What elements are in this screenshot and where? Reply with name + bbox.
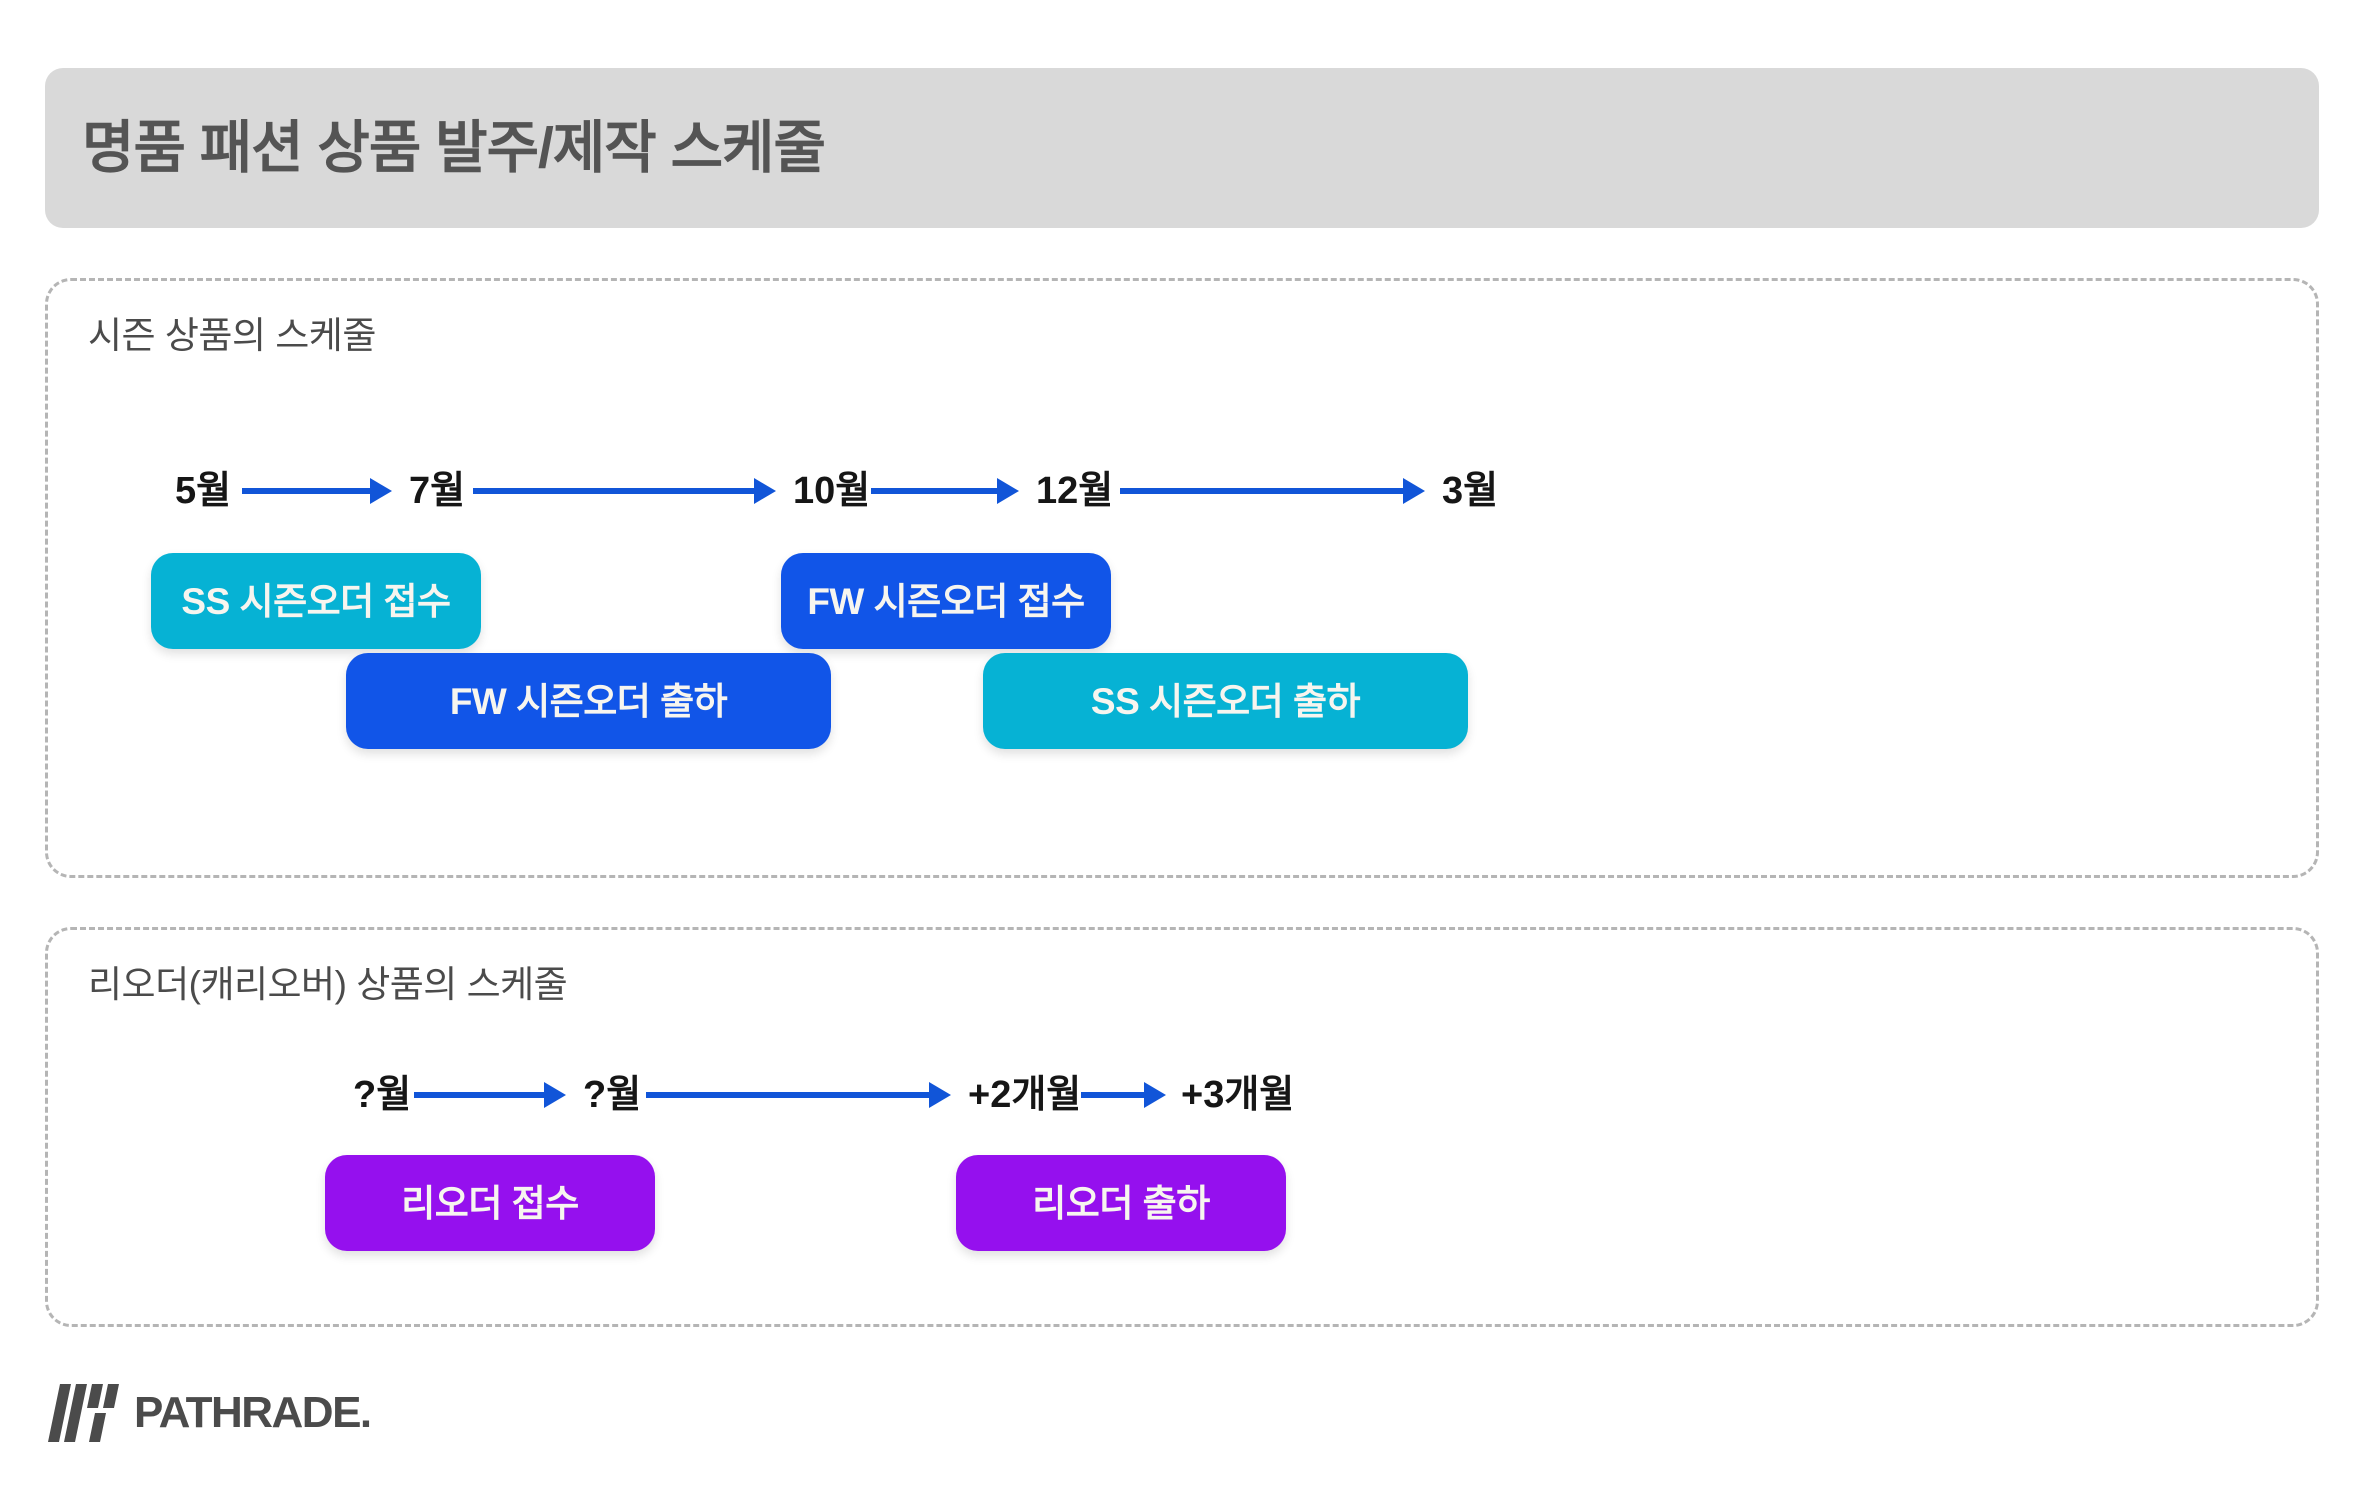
reorder-arrow-3 xyxy=(1081,1082,1166,1108)
reorder-timeline-label-3: +2개월 xyxy=(968,1074,1082,1116)
brand-name: PATHRADE. xyxy=(134,1388,372,1437)
season-schedule-card: 시즌 상품의 스케줄 5월 7월 10월 12월 3월 SS 시즌오더 접수 F… xyxy=(45,278,2319,878)
pill-label: SS 시즌오더 출하 xyxy=(1090,680,1361,722)
pill-label: 리오더 접수 xyxy=(401,1182,579,1224)
page-title: 명품 패션 상품 발주/제작 스케줄 xyxy=(82,115,826,180)
reorder-arrow-1 xyxy=(414,1082,566,1108)
season-timeline-label-3: 10월 xyxy=(793,470,871,512)
season-timeline-label-2: 7월 xyxy=(409,470,466,512)
reorder-section-title: 리오더(캐리오버) 상품의 스케줄 xyxy=(88,964,568,1005)
pill-label: 리오더 출하 xyxy=(1032,1182,1210,1224)
season-timeline-label-4: 12월 xyxy=(1036,470,1114,512)
pill-reorder-shipment[interactable]: 리오더 출하 xyxy=(956,1155,1286,1251)
season-section-title: 시즌 상품의 스케줄 xyxy=(88,315,376,356)
season-timeline-label-5: 3월 xyxy=(1442,470,1499,512)
season-arrow-4 xyxy=(1120,478,1425,504)
reorder-schedule-card: 리오더(캐리오버) 상품의 스케줄 ?월 ?월 +2개월 +3개월 리오더 접수… xyxy=(45,927,2319,1327)
reorder-timeline-label-4: +3개월 xyxy=(1181,1074,1295,1116)
pill-reorder-receipt[interactable]: 리오더 접수 xyxy=(325,1155,655,1251)
pill-fw-season-order-receipt[interactable]: FW 시즌오더 접수 xyxy=(781,553,1111,649)
season-arrow-1 xyxy=(242,478,392,504)
season-arrow-2 xyxy=(473,478,776,504)
brand-logo: PATHRADE. xyxy=(48,1382,372,1444)
season-timeline-label-1: 5월 xyxy=(175,470,232,512)
pill-fw-season-order-shipment[interactable]: FW 시즌오더 출하 xyxy=(346,653,831,749)
reorder-timeline-label-2: ?월 xyxy=(583,1074,642,1116)
pill-label: SS 시즌오더 접수 xyxy=(181,580,451,622)
pill-ss-season-order-shipment[interactable]: SS 시즌오더 출하 xyxy=(983,653,1468,749)
reorder-timeline-label-1: ?월 xyxy=(353,1074,412,1116)
pathrade-stripes-icon xyxy=(48,1384,119,1442)
page-title-bar: 명품 패션 상품 발주/제작 스케줄 xyxy=(45,68,2319,228)
pill-ss-season-order-receipt[interactable]: SS 시즌오더 접수 xyxy=(151,553,481,649)
reorder-arrow-2 xyxy=(646,1082,951,1108)
pill-label: FW 시즌오더 출하 xyxy=(449,680,728,722)
pill-label: FW 시즌오더 접수 xyxy=(807,580,1085,622)
season-arrow-3 xyxy=(871,478,1019,504)
